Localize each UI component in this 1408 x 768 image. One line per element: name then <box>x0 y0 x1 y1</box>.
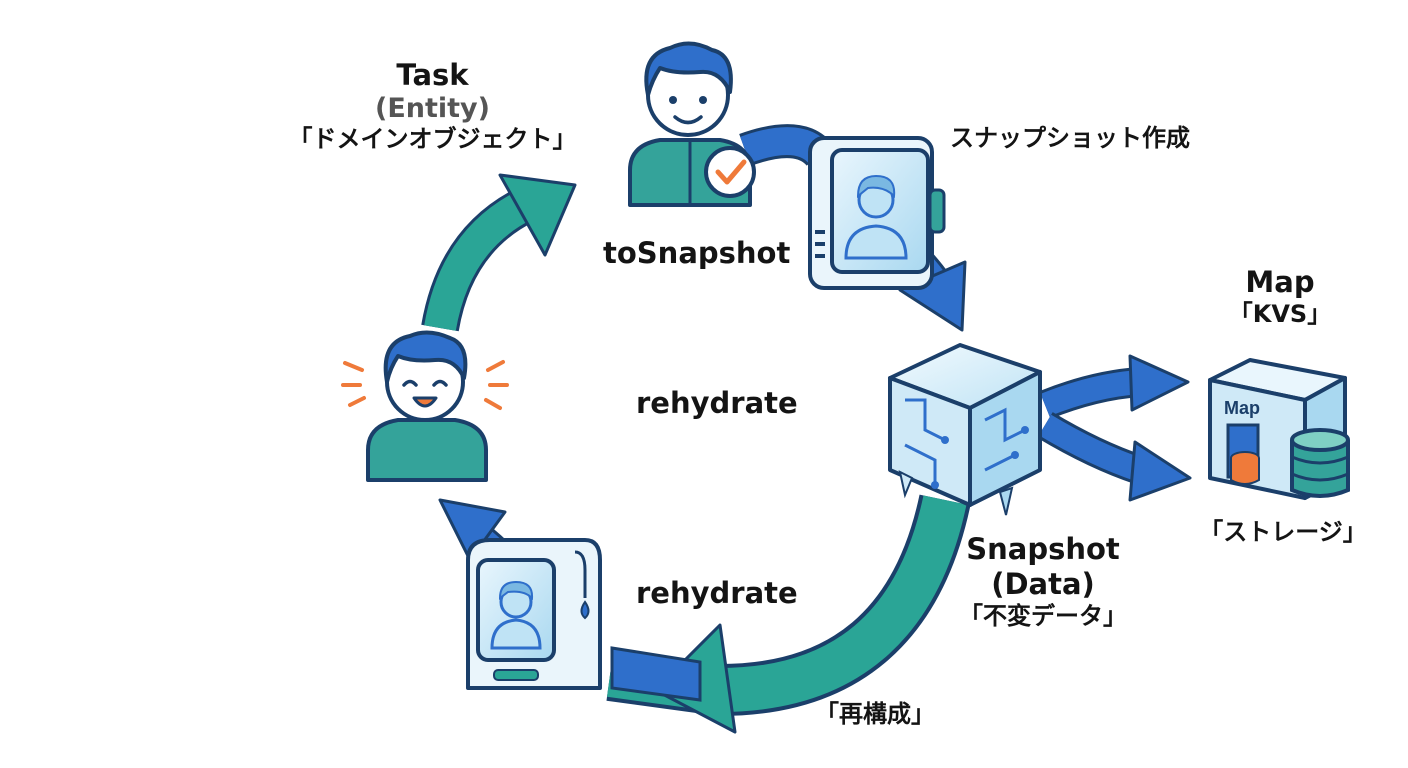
to-snapshot-label: toSnapshot <box>603 236 791 270</box>
ice-cube-icon <box>888 343 1042 516</box>
arrow-to-storage-upper <box>1039 354 1190 419</box>
arrow-rehydrate-return <box>606 494 971 734</box>
rehydrate-center-label: rehydrate <box>636 386 798 420</box>
teal-database-icon <box>1290 428 1350 498</box>
happy-person-icon <box>341 330 509 482</box>
snapshot-device-icon <box>808 136 946 290</box>
rehydrate-device-icon <box>466 538 602 690</box>
map-title: Map <box>1245 265 1315 299</box>
snapshot-data-label: Snapshot (Data) 「不変データ」 <box>948 532 1138 630</box>
rehydrate-lower-label: rehydrate <box>636 576 798 610</box>
snapshot-data-title: Snapshot <box>966 532 1120 566</box>
storage-caption: 「ストレージ」 <box>1199 518 1367 546</box>
sparkle-lines <box>341 360 509 410</box>
entity-subtitle: (Entity) <box>374 92 490 124</box>
map-building-sign: Map <box>1224 398 1260 418</box>
snapshot-data-caption: 「不変データ」 <box>959 601 1127 630</box>
arrow-to-storage-lower <box>1037 412 1192 502</box>
snapshot-create-caption: スナップショット作成 <box>950 124 1190 152</box>
entity-person-icon <box>628 41 756 207</box>
rehydrate-caption: 「再構成」 <box>815 700 935 728</box>
map-subtitle: 「KVS」 <box>1228 299 1332 328</box>
orange-database-icon <box>1230 451 1260 485</box>
entity-label: Task (Entity) 「ドメインオブジェクト」 <box>265 58 600 154</box>
map-label: Map 「KVS」 <box>1195 265 1365 329</box>
entity-title: Task <box>396 58 469 92</box>
snapshot-data-subtitle: (Data) <box>991 566 1095 601</box>
map-storage-icon <box>1208 358 1350 500</box>
entity-caption: 「ドメインオブジェクト」 <box>288 125 577 154</box>
arrow-to-entity <box>421 173 577 332</box>
